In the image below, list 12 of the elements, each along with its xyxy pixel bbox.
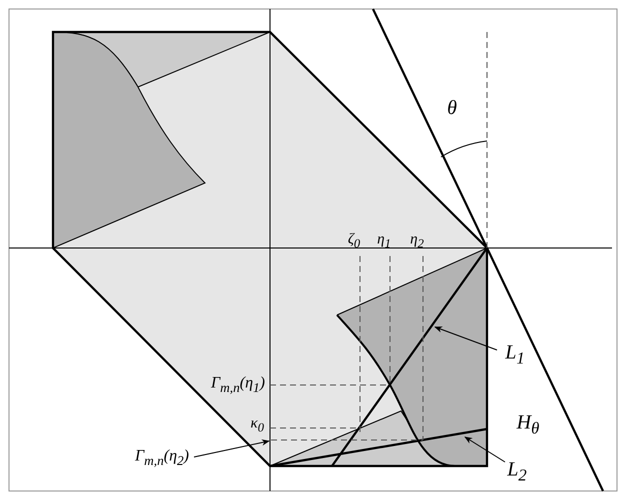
axis-tick-label: η$_{2}$ [410,232,424,250]
axis-value-label: Γ$_{m,n}$(η$_{1}$) [211,376,265,394]
axis-tick-label: η$_{1}$ [377,232,391,250]
leader-line [194,439,270,458]
line-label: L$_{2}$ [507,460,527,484]
leader-line [464,436,506,462]
axis-tick-label: ζ$_{0}$ [348,232,360,250]
angle-label: θ [447,98,457,118]
line-label: H$_{θ}$ [516,412,540,438]
curve-value-label: Γ$_{m,n}$(η$_{2}$) [135,448,189,468]
line-label: L$_{1}$ [505,342,525,368]
axis-value-label: κ$_{0}$ [250,416,264,434]
